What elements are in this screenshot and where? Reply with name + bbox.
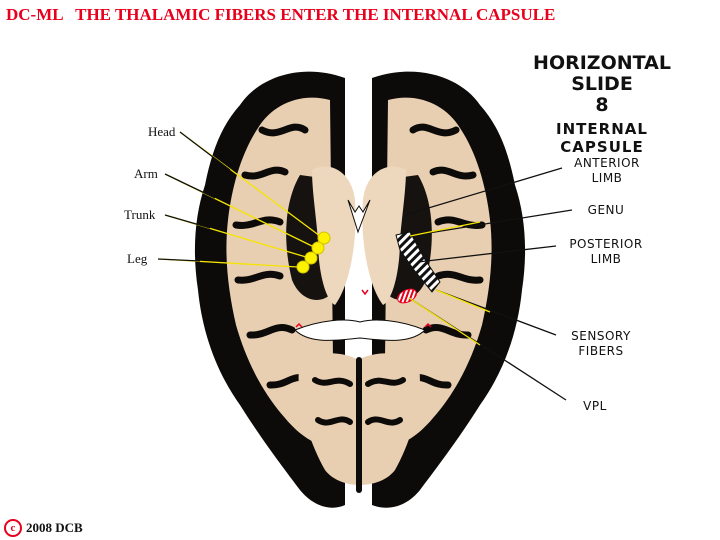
arm-label: Arm: [134, 166, 158, 181]
trunk-dot: [304, 251, 318, 265]
head-dot: [317, 231, 331, 245]
cortical-folds: [232, 123, 486, 389]
leg-label: Leg: [127, 251, 148, 266]
slide-number: 8: [595, 94, 609, 116]
copyright-icon: c: [4, 519, 22, 537]
left-thalamus: [312, 166, 356, 305]
posterior-limb-pointer: [417, 245, 557, 263]
slide-title-block: HORIZONTAL SLIDE 8 INTERNAL CAPSULE: [512, 52, 692, 157]
vpl-label: VPL: [583, 399, 607, 413]
left-pointer-lines: [157, 131, 321, 268]
genu-label: GENU: [587, 203, 625, 217]
posterior-limb-line1: POSTERIOR: [569, 237, 643, 251]
sensory-fibers-line2: FIBERS: [578, 344, 624, 358]
anterior-limb-line2: LIMB: [591, 171, 623, 185]
trunk-label: Trunk: [124, 207, 156, 222]
anterior-limb-label: ANTERIOR LIMB: [562, 156, 652, 186]
sensory-fibers-line1: SENSORY: [571, 329, 631, 343]
slide-topic: INTERNAL CAPSULE: [556, 120, 648, 156]
head-label: Head: [148, 124, 176, 139]
slide-subheading: SLIDE: [571, 73, 633, 95]
brain-slice: [194, 71, 526, 508]
midline-ventricle: [347, 199, 371, 234]
sensory-fibers-label: SENSORY FIBERS: [556, 329, 646, 359]
posterior-limb-label: POSTERIOR LIMB: [556, 237, 656, 267]
anterior-limb-pointer: [404, 167, 563, 216]
slide-heading: HORIZONTAL: [533, 52, 671, 74]
right-thalamus: [362, 166, 406, 305]
posterior-ventricle: [294, 319, 426, 341]
copyright-text: 2008 DCB: [26, 520, 83, 535]
somatotopic-dots: [296, 231, 331, 274]
page-title: DC-ML THE THALAMIC FIBERS ENTER THE INTE…: [6, 5, 556, 24]
right-pointer-lines: [404, 167, 573, 401]
posterior-limb-line2: LIMB: [590, 252, 622, 266]
genu-pointer: [409, 209, 573, 237]
arm-dot: [311, 241, 325, 255]
leg-dot: [296, 260, 310, 274]
copyright-notice: c 2008 DCB: [4, 519, 83, 537]
anterior-limb-line1: ANTERIOR: [574, 156, 640, 170]
